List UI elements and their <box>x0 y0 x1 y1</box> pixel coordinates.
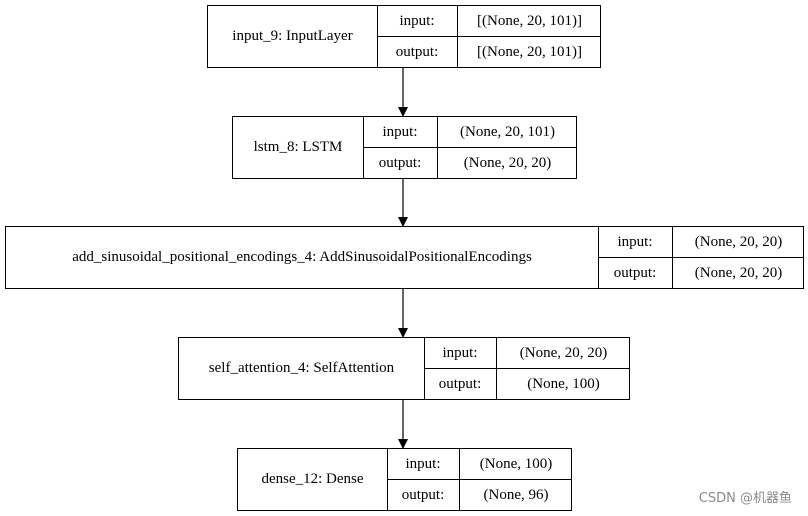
output-shape: (None, 20, 20) <box>463 155 552 171</box>
input-label: input: <box>377 6 458 37</box>
input-label: input: <box>424 338 497 369</box>
layer-node-positional-encodings: add_sinusoidal_positional_encodings_4: A… <box>5 226 804 289</box>
input-shape: (None, 20, 20) <box>519 345 608 361</box>
layer-name: self_attention_4: SelfAttention <box>179 338 425 399</box>
layer-node-self-attention: self_attention_4: SelfAttention input: (… <box>178 337 630 400</box>
layer-node-input: input_9: InputLayer input: [(None, 20, 1… <box>207 5 601 68</box>
output-shape: (None, 96) <box>483 487 549 503</box>
input-shape: (None, 100) <box>479 456 553 472</box>
output-label: output: <box>598 258 673 289</box>
row-divider <box>598 257 803 258</box>
output-shape: (None, 100) <box>527 376 600 392</box>
row-divider <box>424 368 629 369</box>
layer-name: lstm_8: LSTM <box>233 117 364 178</box>
input-shape: (None, 20, 101) <box>460 124 555 140</box>
row-divider <box>377 36 600 37</box>
output-shape: (None, 20, 20) <box>694 265 783 281</box>
input-label: input: <box>387 449 460 480</box>
watermark: CSDN @机器鱼 <box>698 491 792 506</box>
layer-name: dense_12: Dense <box>238 449 388 510</box>
output-label: output: <box>387 480 460 511</box>
input-shape: [(None, 20, 101)] <box>477 13 582 29</box>
output-label: output: <box>377 37 458 68</box>
row-divider <box>363 147 576 148</box>
input-label: input: <box>363 117 438 148</box>
input-shape: (None, 20, 20) <box>694 234 783 250</box>
output-label: output: <box>363 148 438 179</box>
layer-node-dense: dense_12: Dense input: (None, 100) outpu… <box>237 448 572 511</box>
layer-node-lstm: lstm_8: LSTM input: (None, 20, 101) outp… <box>232 116 577 179</box>
output-shape: [(None, 20, 101)] <box>477 44 582 60</box>
layer-name: input_9: InputLayer <box>208 6 378 67</box>
layer-name: add_sinusoidal_positional_encodings_4: A… <box>6 227 599 288</box>
output-label: output: <box>424 369 497 400</box>
input-label: input: <box>598 227 673 258</box>
row-divider <box>387 479 571 480</box>
